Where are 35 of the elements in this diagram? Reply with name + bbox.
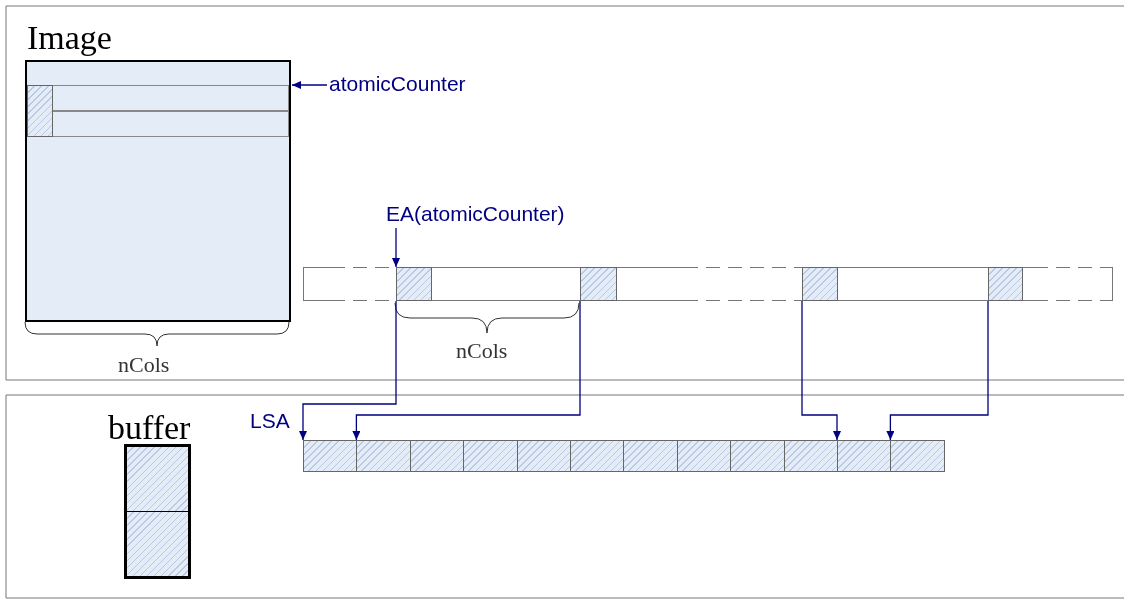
arrow: [299, 300, 397, 441]
arrow: [352, 300, 581, 441]
pointer-label: EA(atomicCounter): [386, 200, 616, 228]
buffer-cell: [126, 446, 189, 512]
pointer-label: atomicCounter: [329, 70, 509, 98]
memory-strip: [303, 267, 1113, 301]
arrow: [392, 227, 400, 268]
heading: buffer: [108, 408, 191, 448]
buffer-cell: [783, 440, 838, 472]
arrow: [801, 300, 841, 441]
data-tile: [988, 267, 1023, 301]
arrow: [291, 81, 328, 89]
buffer-cell: [303, 440, 358, 472]
buffer-cell: [730, 440, 785, 472]
dimension-label: nCols: [456, 338, 508, 364]
buffer-cell: [126, 511, 189, 577]
matrix-row: [53, 111, 289, 137]
buffer-cell: [623, 440, 678, 472]
arrow: [886, 300, 989, 441]
data-tile: [27, 85, 53, 137]
data-tile: [802, 267, 838, 301]
buffer-cell: [837, 440, 892, 472]
buffer-cell: [570, 440, 625, 472]
buffer-cell: [356, 440, 411, 472]
pointer-label: LSA: [250, 408, 290, 434]
data-tile: [396, 267, 432, 301]
buffer-cell: [890, 440, 945, 472]
heading: Image: [27, 18, 112, 58]
buffer-cell: [516, 440, 571, 472]
data-tile: [580, 267, 617, 301]
dimension-label: nCols: [118, 352, 170, 378]
buffer-cell: [409, 440, 465, 472]
matrix-row: [53, 85, 289, 111]
buffer-cell: [463, 440, 518, 472]
buffer-cell: [676, 440, 732, 472]
